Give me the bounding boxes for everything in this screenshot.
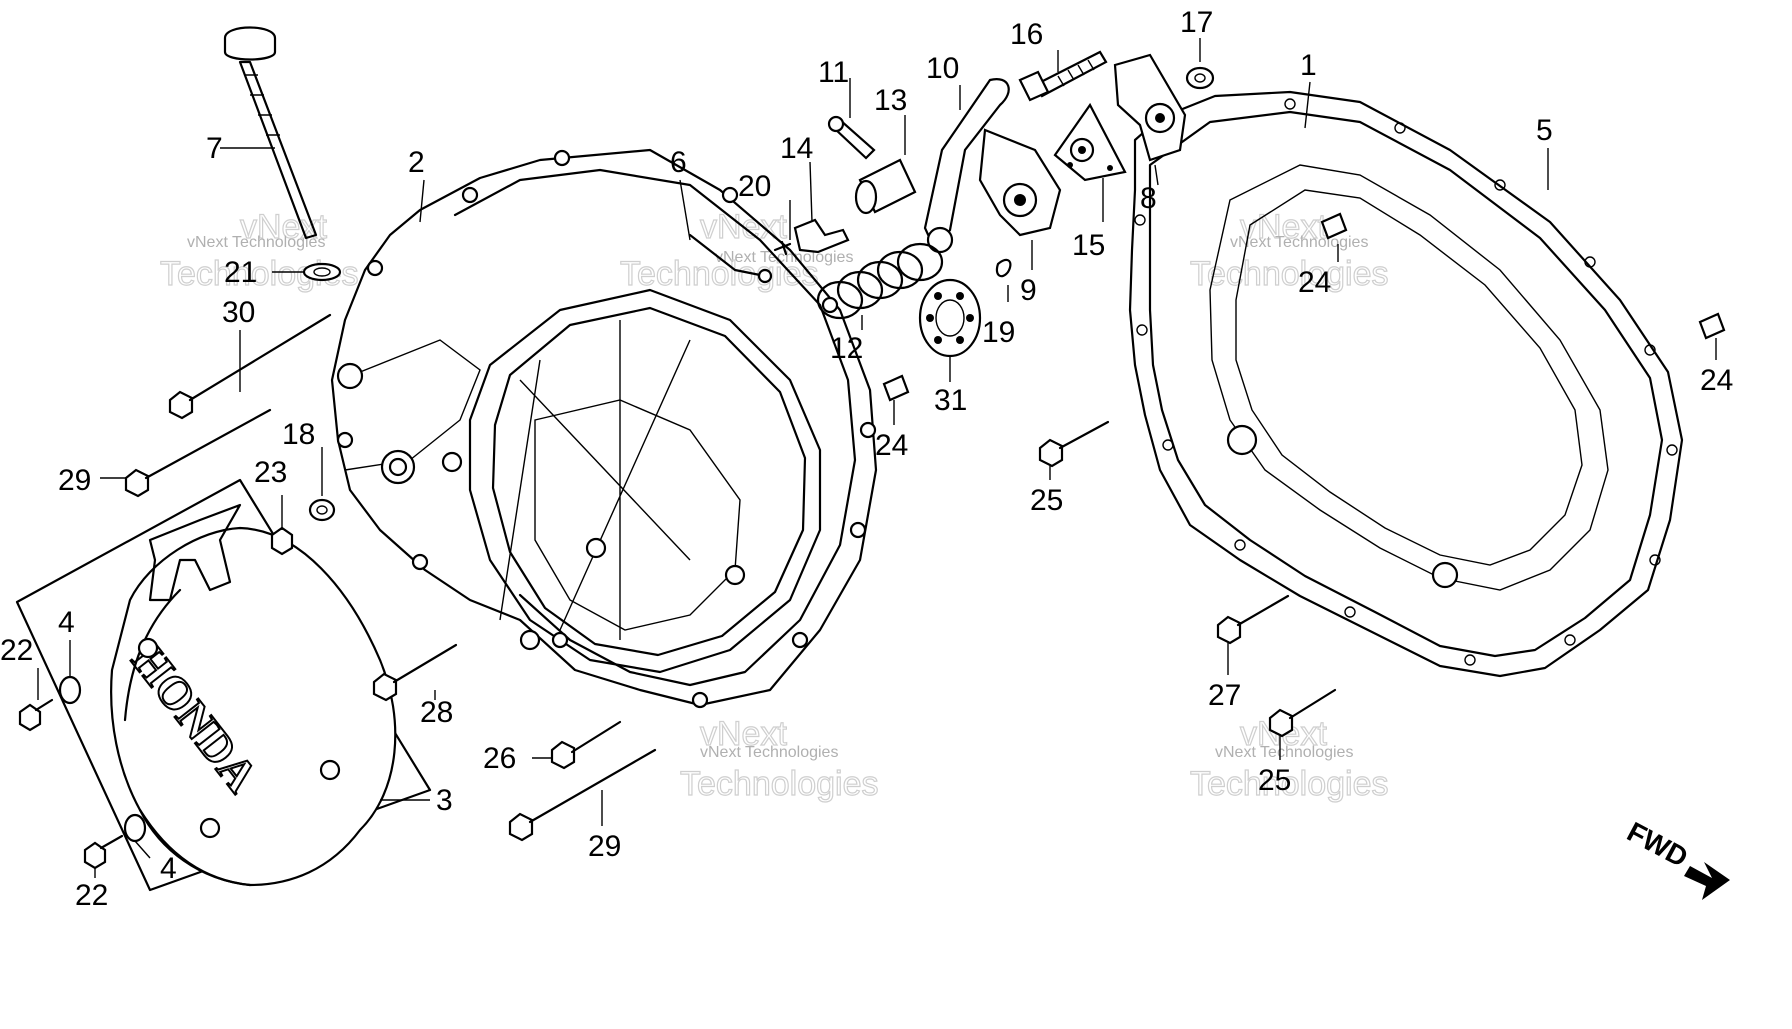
part-13-sleeve [854, 158, 917, 215]
callout-4-top: 4 [58, 606, 75, 639]
part-15-plate [1053, 102, 1127, 182]
part-29-bolt-left [124, 408, 272, 498]
part-18-washer [308, 498, 336, 522]
clutch-cover [330, 148, 878, 709]
part-22-screw-top [18, 698, 54, 732]
part-28-bolt [372, 643, 458, 702]
callout-22-top: 22 [0, 634, 33, 667]
part-30-bolt [168, 313, 332, 420]
callout-18: 18 [282, 418, 315, 451]
watermarks: vNext vNext Technologies Technologies vN… [159, 207, 1389, 803]
fwd-arrow-icon [1684, 862, 1730, 900]
watermark-2: vNext vNext Technologies Technologies [619, 207, 853, 293]
part-23-nut [270, 526, 294, 556]
callout-29-bottom: 29 [588, 830, 621, 863]
part-29-bolt-bottom [508, 748, 657, 842]
callout-21: 21 [224, 256, 257, 289]
callout-22-bottom: 22 [75, 879, 108, 912]
watermark-line2: vNext [1240, 208, 1327, 246]
part-11-pin [827, 115, 876, 160]
watermark-line3: Technologies [620, 255, 818, 293]
callout-14: 14 [780, 132, 813, 165]
callout-10: 10 [926, 52, 959, 85]
callout-25-b: 25 [1258, 764, 1291, 797]
callout-16: 16 [1010, 18, 1043, 51]
callout-24-b: 24 [1700, 364, 1733, 397]
callout-30: 30 [222, 296, 255, 329]
callout-6: 6 [670, 146, 687, 179]
callout-4-bottom: 4 [160, 852, 177, 885]
forward-direction-indicator: FWD [1622, 816, 1730, 900]
callout-1: 1 [1300, 49, 1317, 82]
part-4-grommet-top [58, 675, 82, 705]
leader-lines [37, 38, 1717, 878]
watermark-line2: vNext [700, 715, 787, 753]
part-24-dowel-c [882, 374, 910, 402]
watermark-line1: vNext Technologies [715, 249, 853, 266]
callout-28: 28 [420, 696, 453, 729]
part-14-fitting [793, 218, 850, 254]
part-8-lifter [1113, 53, 1187, 162]
callout-labels: 1 2 3 4 4 5 6 7 8 9 10 11 12 13 14 15 16… [0, 6, 1733, 912]
part-16-bolt [1018, 50, 1108, 102]
callout-25-a: 25 [1030, 484, 1063, 517]
part-24-dowel-a [1320, 212, 1348, 240]
callout-15: 15 [1072, 229, 1105, 262]
gasket-bolt-holes [1134, 98, 1678, 666]
part-6-seal [688, 233, 773, 284]
watermark-line1: vNext Technologies [1230, 234, 1368, 251]
part-25-bolt-b [1268, 688, 1337, 738]
callout-27: 27 [1208, 679, 1241, 712]
part-27-bolt [1216, 594, 1290, 645]
callout-17: 17 [1180, 6, 1213, 39]
fwd-label: FWD [1622, 816, 1693, 873]
watermark-3: vNext vNext Technologies Technologies [1189, 207, 1389, 293]
part-24-dowel-b [1698, 312, 1726, 340]
watermark-line1: vNext Technologies [187, 234, 325, 251]
callout-19: 19 [982, 316, 1015, 349]
part-26-bolt [550, 720, 622, 770]
clutch-cover-bolt-holes [336, 149, 877, 709]
outer-cover-honda: HONDA [15, 478, 432, 892]
callout-5: 5 [1536, 114, 1553, 147]
callout-3: 3 [436, 784, 453, 817]
watermark-line1: vNext Technologies [1215, 744, 1353, 761]
callout-26: 26 [483, 742, 516, 775]
part-7-dipstick [223, 26, 318, 240]
watermark-line1: vNext Technologies [700, 744, 838, 761]
callout-12: 12 [830, 332, 863, 365]
callout-11: 11 [818, 56, 849, 89]
callout-9: 9 [1020, 274, 1037, 307]
callout-13: 13 [874, 84, 907, 117]
part-21-washer [302, 262, 342, 282]
watermark-5: vNext vNext Technologies Technologies [679, 714, 879, 803]
part-25-bolt-a [1038, 420, 1110, 468]
callout-24-c: 24 [875, 429, 908, 462]
part-17-washer [1185, 66, 1215, 90]
part-22-screw-bottom [83, 834, 124, 870]
callout-24-a: 24 [1298, 266, 1331, 299]
watermark-line3: Technologies [680, 765, 878, 803]
callout-8: 8 [1140, 182, 1157, 215]
part-10-arm [923, 78, 1010, 254]
callout-31: 31 [934, 384, 967, 417]
watermark-line3: Technologies [1190, 765, 1388, 803]
callout-29-left: 29 [58, 464, 91, 497]
part-12-spring [816, 242, 944, 320]
part-20-nipple [773, 240, 792, 256]
callout-7: 7 [206, 132, 223, 165]
watermark-1: vNext vNext Technologies Technologies [159, 207, 359, 293]
watermark-line3: Technologies [1190, 255, 1388, 293]
right-crankcase-gasket [1128, 90, 1684, 678]
part-9-cam [978, 128, 1062, 237]
part-31-bearing [918, 278, 982, 358]
part-19-clip [995, 258, 1012, 278]
part-4-grommet-bottom [123, 813, 147, 843]
callout-2: 2 [408, 146, 425, 179]
callout-20: 20 [738, 170, 771, 203]
watermark-6: vNext vNext Technologies Technologies [1189, 714, 1389, 803]
callout-23: 23 [254, 456, 287, 489]
